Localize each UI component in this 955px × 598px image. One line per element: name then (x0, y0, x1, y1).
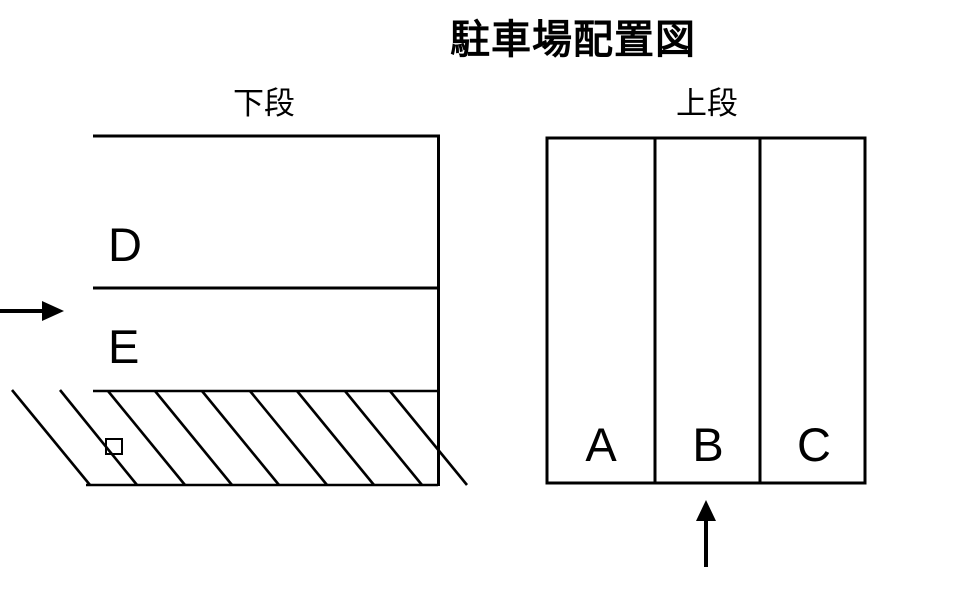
hatch-line (153, 390, 234, 486)
upper-section-box (545, 136, 867, 485)
lower-section-box (86, 134, 440, 487)
upper-section-label: 上段 (676, 86, 738, 121)
row-d-label: D (108, 218, 142, 271)
hatch-square-marker (105, 438, 123, 455)
right-arrow-icon (0, 301, 64, 321)
hatch-line (58, 389, 139, 486)
up-arrow-head (696, 500, 716, 521)
col-b-label: B (692, 418, 723, 471)
hatch-line (10, 389, 92, 486)
lower-section-label: 下段 (233, 86, 295, 121)
upper-box-border (545, 136, 867, 485)
hatch-line (248, 390, 329, 486)
hatch-line (106, 390, 187, 486)
hatch-line (343, 390, 424, 486)
hatch-line (295, 390, 376, 486)
row-e-label: E (108, 320, 139, 373)
up-arrow-icon (696, 500, 716, 567)
hatch-lines (10, 389, 469, 486)
page-title: 駐車場配置図 (450, 18, 696, 62)
col-a-label: A (585, 418, 617, 471)
right-arrow-head (42, 301, 64, 321)
hatch-line (200, 390, 281, 486)
col-c-label: C (797, 418, 831, 471)
hatch-line (388, 390, 469, 486)
